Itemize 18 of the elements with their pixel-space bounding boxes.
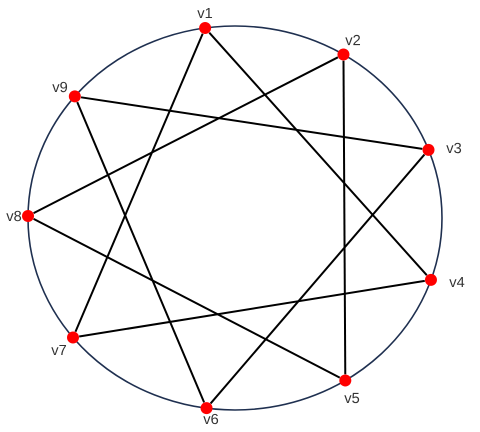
line (342, 60, 346, 374)
vertex-label: v6 (203, 414, 218, 424)
vertex-label: v7 (51, 344, 66, 356)
line (33, 56, 338, 214)
line (80, 96, 422, 150)
line (210, 154, 426, 404)
vertex-label: v1 (197, 8, 212, 18)
line (74, 33, 204, 332)
line (208, 32, 428, 276)
vertex-label: v4 (449, 276, 464, 288)
vertex-label: v2 (345, 34, 360, 46)
line (33, 218, 340, 378)
vertex-label: v5 (344, 392, 360, 404)
vertex-label: v9 (52, 82, 68, 92)
vertex-label: v3 (446, 142, 462, 154)
vertex-label: v8 (6, 210, 22, 222)
line (79, 280, 425, 338)
line (76, 102, 206, 403)
